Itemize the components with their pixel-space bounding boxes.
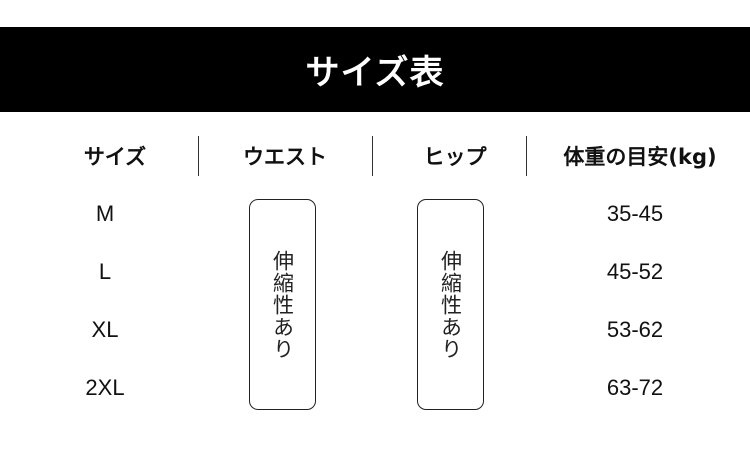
page-title: サイズ表 bbox=[305, 53, 445, 93]
waist-stretch-label: 伸縮性あり bbox=[270, 249, 295, 360]
title-banner: サイズ表 bbox=[0, 27, 750, 112]
header-hip: ヒップ bbox=[423, 145, 487, 169]
column-divider bbox=[526, 136, 527, 176]
column-divider bbox=[198, 136, 199, 176]
header-waist: ウエスト bbox=[243, 145, 327, 169]
waist-stretch-box: 伸縮性あり bbox=[249, 199, 316, 410]
size-cell: 2XL bbox=[85, 375, 125, 400]
hip-stretch-label: 伸縮性あり bbox=[438, 249, 463, 360]
table-header-row: サイズ ウエスト ヒップ 体重の目安(kg) bbox=[0, 136, 750, 176]
column-divider bbox=[372, 136, 373, 176]
size-cell: XL bbox=[91, 317, 119, 342]
header-weight: 体重の目安(kg) bbox=[563, 145, 717, 169]
weight-cell: 63-72 bbox=[606, 375, 664, 400]
header-size: サイズ bbox=[83, 145, 147, 169]
weight-cell: 45-52 bbox=[606, 259, 664, 284]
size-cell: M bbox=[95, 201, 115, 226]
weight-cell: 53-62 bbox=[606, 317, 664, 342]
size-cell: L bbox=[98, 259, 112, 284]
hip-stretch-box: 伸縮性あり bbox=[417, 199, 484, 410]
weight-cell: 35-45 bbox=[606, 201, 664, 226]
